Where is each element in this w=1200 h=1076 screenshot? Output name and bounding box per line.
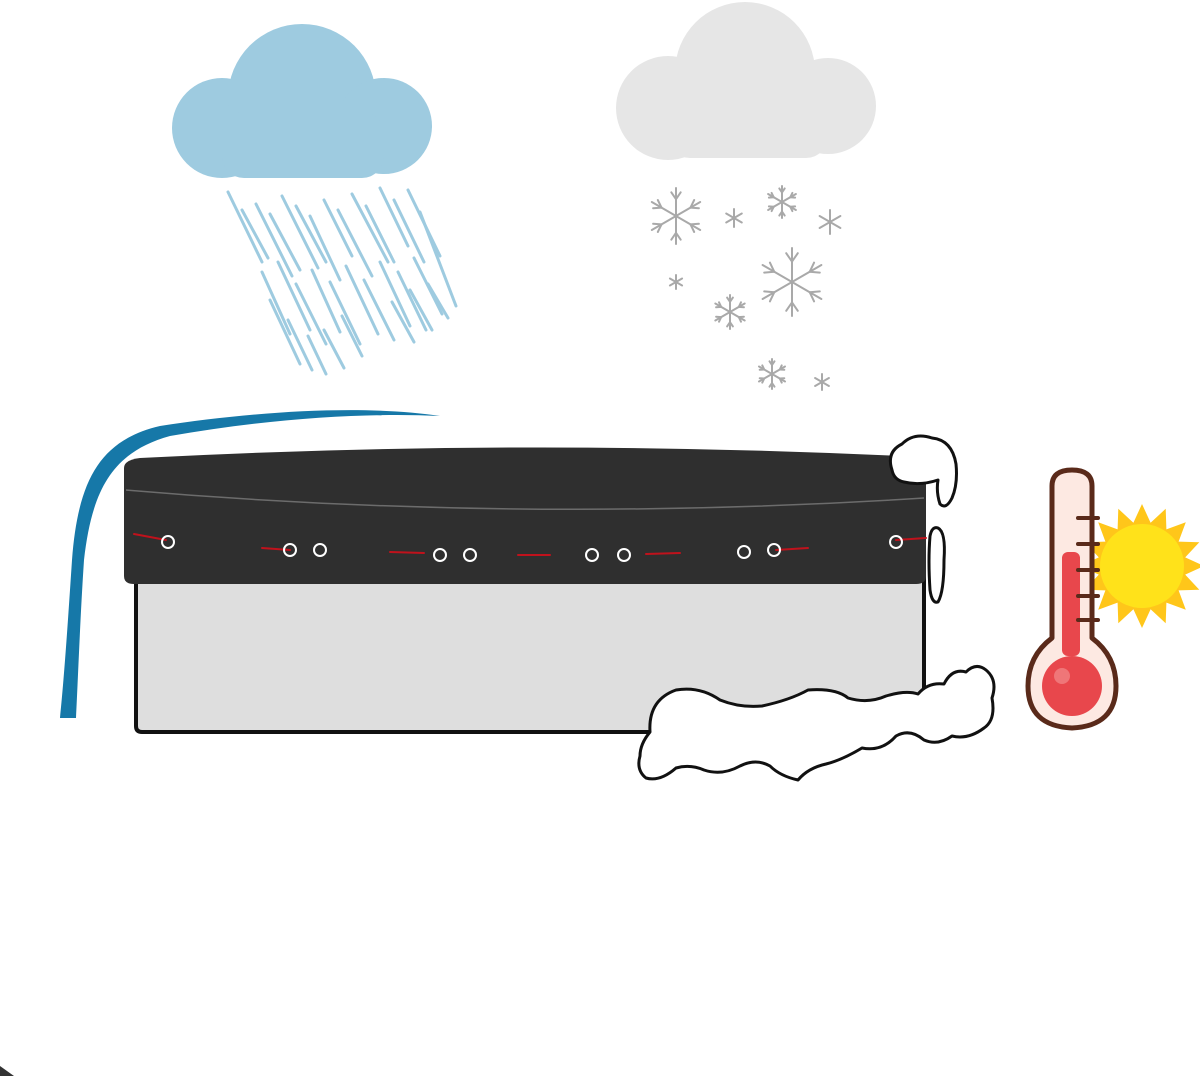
rain-drops	[226, 186, 458, 376]
cover-grommet	[767, 543, 781, 557]
snow-cap-icon	[888, 434, 958, 604]
snowflake-icon	[818, 209, 842, 235]
cover-strap	[645, 552, 681, 555]
rain-drop	[344, 264, 380, 336]
rain-drop	[336, 208, 374, 278]
rain-drop	[308, 214, 342, 282]
cover-strap	[389, 551, 425, 554]
rain-drop	[364, 204, 396, 264]
corner-mark	[0, 1066, 14, 1076]
cover-grommet	[161, 535, 175, 549]
cover-grommet	[313, 543, 327, 557]
cover-grommet	[433, 548, 447, 562]
rain-drop	[254, 202, 294, 278]
cover-grommet	[463, 548, 477, 562]
cover-grommet	[283, 543, 297, 557]
snowflake-icon	[668, 274, 684, 290]
snowflake-icon	[714, 294, 746, 330]
rain-drop	[340, 314, 364, 358]
rain-drop	[294, 282, 328, 346]
snowflake-icon	[814, 373, 830, 391]
rain-drop	[426, 282, 450, 320]
cover-strap	[261, 547, 291, 551]
snowflake-icon	[761, 247, 823, 317]
rain-drop	[418, 210, 458, 308]
cover-grommet	[617, 548, 631, 562]
rain-drop	[306, 334, 328, 376]
rain-drop	[378, 186, 410, 248]
cover-strap	[775, 547, 809, 551]
rain-cloud-icon	[172, 24, 432, 178]
snowflake-icon	[758, 358, 786, 390]
cover-strap	[133, 533, 167, 541]
pool-cover-icon	[124, 447, 927, 584]
cover-grommet	[889, 535, 903, 549]
snowflakes	[650, 185, 842, 391]
snowflake-icon	[725, 208, 743, 228]
sun-icon	[1080, 504, 1200, 628]
rain-drop	[268, 298, 302, 366]
snowflake-icon	[767, 185, 797, 219]
rain-drop	[322, 328, 346, 370]
cover-grommet	[737, 545, 751, 559]
snow-pile-icon	[637, 665, 996, 782]
rain-drop	[260, 270, 292, 336]
snowflake-icon	[650, 187, 702, 245]
snow-cloud-icon	[616, 2, 876, 160]
rain-drop	[378, 260, 412, 328]
rain-drop	[392, 198, 426, 264]
rain-drop	[328, 280, 362, 346]
rain-drop	[396, 270, 428, 332]
thermometer-icon	[1025, 467, 1119, 731]
rain-drop	[268, 212, 302, 272]
rain-drop	[390, 300, 416, 344]
rain-drop	[276, 260, 312, 332]
rain-drop	[322, 198, 354, 258]
rain-drop	[294, 204, 328, 264]
rain-drop	[350, 192, 390, 264]
rain-drop	[280, 194, 320, 270]
rain-drop	[286, 318, 314, 372]
rain-drop	[226, 190, 264, 264]
rain-drop	[240, 208, 270, 260]
rain-drop	[362, 278, 396, 342]
rain-drop	[408, 288, 434, 332]
rain-drop	[310, 268, 342, 334]
cover-grommet	[585, 548, 599, 562]
